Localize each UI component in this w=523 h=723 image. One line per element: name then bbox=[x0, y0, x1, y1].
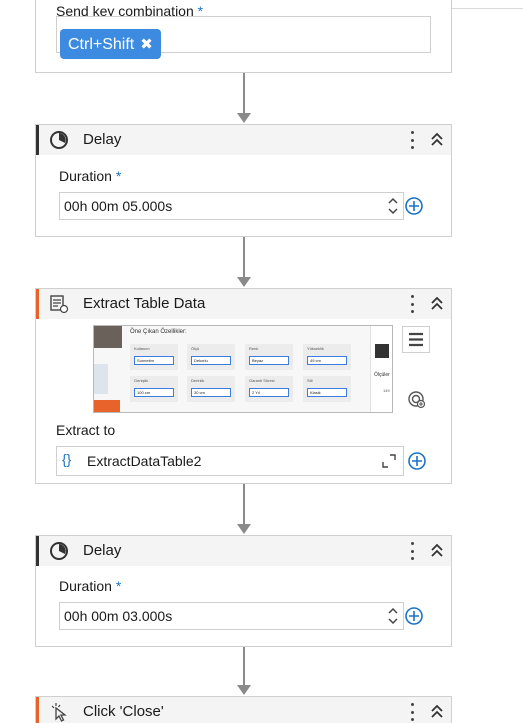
flow-arrowhead bbox=[237, 685, 251, 695]
spinner-icon[interactable] bbox=[387, 194, 399, 218]
duration-input[interactable]: 00h 00m 05.000s bbox=[59, 192, 404, 220]
chip-remove-icon[interactable]: ✖ bbox=[140, 36, 153, 53]
preview-right-panel: Ölçüler 149 bbox=[370, 326, 392, 412]
flow-arrowhead bbox=[237, 277, 251, 287]
variable-braces-icon: {} bbox=[62, 451, 72, 467]
flow-connector bbox=[243, 73, 245, 113]
extract-to-label: Extract to bbox=[56, 422, 116, 438]
preview-heading: Öne Çıkan Özellikler: bbox=[130, 329, 187, 335]
more-options-icon[interactable] bbox=[407, 129, 417, 151]
flow-connector bbox=[243, 647, 245, 685]
click-close-card[interactable]: Click 'Close' bbox=[35, 696, 452, 723]
more-options-icon[interactable] bbox=[407, 293, 417, 315]
more-options-icon[interactable] bbox=[407, 540, 417, 562]
extract-table-card[interactable]: Extract Table Data Öne Çıkan Özellikler:… bbox=[35, 288, 452, 484]
clock-icon bbox=[50, 542, 68, 560]
extract-to-input[interactable]: {} ExtractDataTable2 bbox=[56, 446, 404, 476]
add-variable-icon[interactable] bbox=[407, 451, 427, 471]
delay-header-2[interactable]: Delay bbox=[36, 536, 451, 566]
preview-side-text: Ölçüler bbox=[374, 372, 390, 378]
delay-card-2[interactable]: Delay Duration * 00h 00m 03.000s bbox=[35, 535, 452, 647]
collapse-icon[interactable] bbox=[429, 131, 445, 149]
hamburger-icon bbox=[409, 332, 423, 347]
flow-arrowhead bbox=[237, 113, 251, 123]
flow-connector bbox=[243, 237, 245, 277]
clock-icon bbox=[50, 131, 68, 149]
click-header[interactable]: Click 'Close' bbox=[36, 697, 451, 723]
flow-connector bbox=[243, 484, 245, 524]
activity-title: Delay bbox=[83, 131, 122, 148]
divider bbox=[452, 8, 523, 9]
activity-title: Extract Table Data bbox=[83, 295, 206, 312]
duration-label: Duration * bbox=[59, 168, 122, 184]
preview-right-image bbox=[375, 344, 389, 358]
indicate-target-icon[interactable] bbox=[407, 390, 427, 410]
extract-header[interactable]: Extract Table Data bbox=[36, 289, 451, 319]
spinner-icon[interactable] bbox=[387, 604, 399, 628]
click-icon bbox=[51, 703, 67, 722]
send-key-label: Send key combination * bbox=[56, 3, 204, 19]
delay-card-1[interactable]: Delay Duration * 00h 00m 05.000s bbox=[35, 124, 452, 237]
duration-label: Duration * bbox=[59, 578, 122, 594]
add-variable-icon[interactable] bbox=[404, 606, 424, 626]
collapse-icon[interactable] bbox=[429, 703, 445, 721]
expand-icon[interactable] bbox=[382, 454, 396, 468]
preview-side-num: 149 bbox=[383, 388, 390, 393]
preview-orange-block bbox=[94, 400, 120, 412]
more-options-icon[interactable] bbox=[407, 701, 417, 723]
key-chip-ctrl-shift[interactable]: Ctrl+Shift✖ bbox=[60, 29, 161, 59]
send-hotkey-card[interactable]: Send key combination * Ctrl+Shift✖ bbox=[35, 0, 452, 73]
options-menu-button[interactable] bbox=[402, 326, 430, 353]
collapse-icon[interactable] bbox=[429, 295, 445, 313]
activity-title: Delay bbox=[83, 542, 122, 559]
collapse-icon[interactable] bbox=[429, 542, 445, 560]
duration-input[interactable]: 00h 00m 03.000s bbox=[59, 602, 404, 630]
table-extract-icon bbox=[50, 295, 69, 314]
add-variable-icon[interactable] bbox=[404, 196, 424, 216]
preview-sidebar bbox=[94, 364, 108, 394]
delay-header-1[interactable]: Delay bbox=[36, 125, 451, 155]
product-thumbnail bbox=[94, 326, 122, 348]
flow-arrowhead bbox=[237, 524, 251, 534]
activity-title: Click 'Close' bbox=[83, 703, 164, 720]
